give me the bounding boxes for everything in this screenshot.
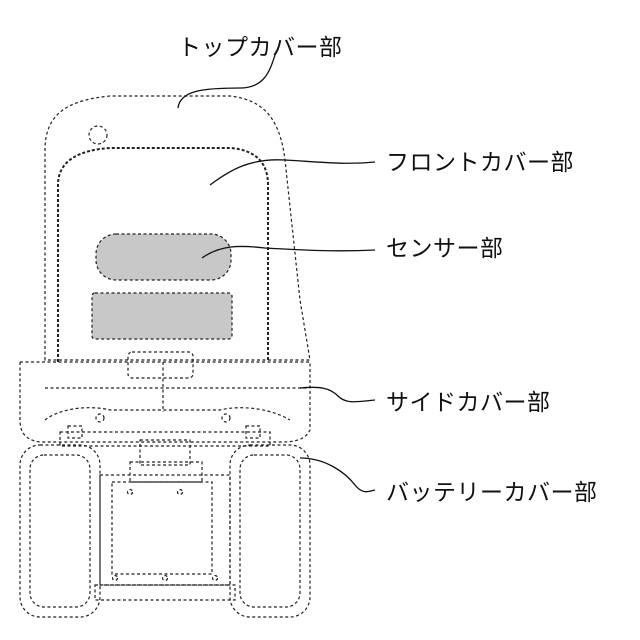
wheel-left-inner — [30, 455, 90, 607]
leader-battery-cover — [300, 458, 375, 492]
leader-side-cover — [300, 387, 375, 402]
battery-screw-2 — [178, 490, 183, 495]
leader-top-cover — [178, 55, 275, 108]
battery-cover-label: バッテリーカバー部 — [386, 473, 598, 507]
wheel-left — [20, 445, 100, 617]
leader-front-cover — [210, 160, 375, 185]
side-cover-underside — [45, 408, 290, 420]
sensor-window-upper — [96, 234, 231, 280]
side-fastener-right — [222, 414, 230, 422]
battery-screw-4 — [163, 576, 168, 581]
axle-bar — [60, 432, 270, 446]
side-cover-label: サイドカバー部 — [386, 383, 551, 417]
battery-screw-5 — [213, 576, 218, 581]
top-cover-label: トップカバー部 — [178, 28, 343, 62]
battery-base — [95, 585, 235, 600]
top-cover-knob — [89, 126, 107, 144]
sensor-window-lower — [92, 293, 232, 339]
axle-bracket-left — [68, 426, 82, 438]
battery-cover-outline — [100, 475, 230, 585]
front-cover-label: フロントカバー部 — [386, 143, 574, 177]
wheel-right — [230, 445, 310, 617]
side-cover-outline — [20, 362, 310, 442]
battery-mount — [140, 440, 190, 465]
battery-screw-1 — [128, 490, 133, 495]
side-fastener-left — [96, 414, 104, 422]
sensor-label: センサー部 — [386, 229, 504, 263]
battery-screw-3 — [113, 576, 118, 581]
center-handle — [128, 352, 193, 378]
battery-cover-inner — [112, 482, 212, 574]
wheel-right-inner — [240, 455, 300, 607]
